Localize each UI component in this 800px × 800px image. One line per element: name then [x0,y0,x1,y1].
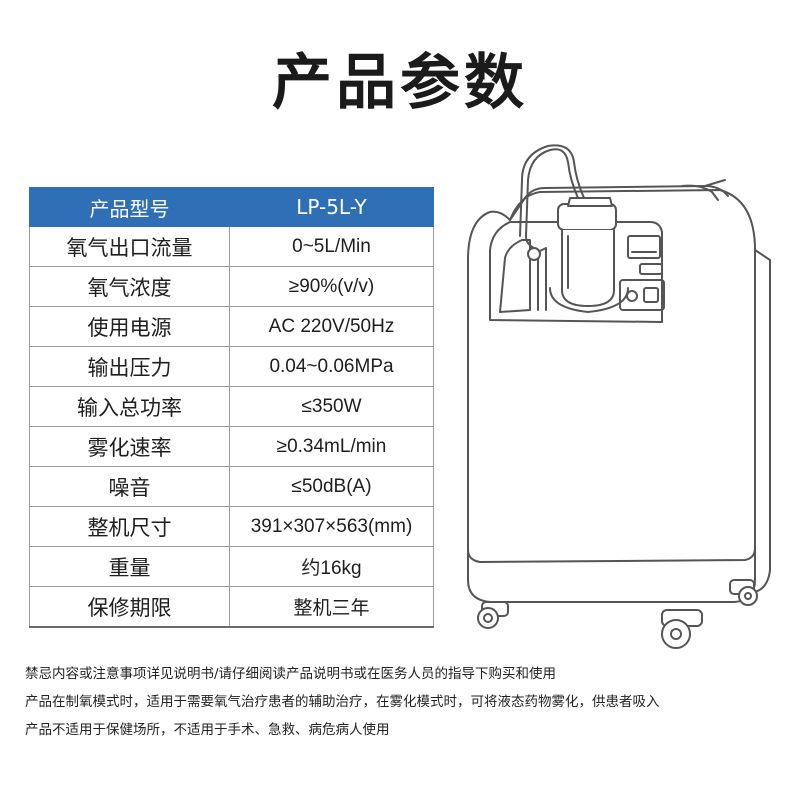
row-label: 雾化速率 [29,426,230,467]
row-label: 整机尺寸 [29,506,230,547]
row-label: 输入总功率 [29,386,230,427]
oxygen-concentrator-illustration [467,144,771,649]
row-value: 391×307×563(mm) [229,506,434,547]
table-row: 噪音 ≤50dB(A) [29,466,434,507]
row-label: 氧气出口流量 [29,226,230,267]
table-row: 重量 约16kg [29,546,434,587]
notes-block: 禁忌内容或注意事项详见说明书/请仔细阅读产品说明书或在医务人员的指导下购买和使用… [25,660,785,744]
table-row: 输入总功率 ≤350W [29,386,434,427]
header-value: LP-5L-Y [229,187,434,227]
row-label: 氧气浓度 [29,266,230,307]
row-label: 重量 [29,546,230,587]
row-value: ≤50dB(A) [229,466,434,507]
row-value: 0~5L/Min [229,226,434,267]
spec-table: 产品型号 LP-5L-Y 氧气出口流量 0~5L/Min 氧气浓度 ≥90%(v… [29,187,434,628]
note-line: 禁忌内容或注意事项详见说明书/请仔细阅读产品说明书或在医务人员的指导下购买和使用 [25,666,557,682]
table-row: 雾化速率 ≥0.34mL/min [29,426,434,467]
header-label: 产品型号 [29,187,230,227]
row-value: ≤350W [229,386,434,427]
table-row: 氧气出口流量 0~5L/Min [29,226,434,267]
table-row: 输出压力 0.04~0.06MPa [29,346,434,387]
row-label: 输出压力 [29,346,230,387]
row-label: 保修期限 [29,586,230,628]
note-line: 产品不适用于保健场所，不适用于手术、急救、病危病人使用 [25,722,390,738]
table-header-row: 产品型号 LP-5L-Y [29,187,434,227]
row-value: 整机三年 [229,586,434,628]
row-label: 噪音 [29,466,230,507]
row-value: 0.04~0.06MPa [229,346,434,387]
row-value: 约16kg [229,546,434,587]
note-line: 产品在制氧模式时，适用于需要氧气治疗患者的辅助治疗，在雾化模式时，可将液态药物雾… [25,694,660,710]
row-value: ≥90%(v/v) [229,266,434,307]
table-row: 氧气浓度 ≥90%(v/v) [29,266,434,307]
row-label: 使用电源 [29,306,230,347]
table-row: 使用电源 AC 220V/50Hz [29,306,434,347]
table-row: 整机尺寸 391×307×563(mm) [29,506,434,547]
page-title: 产品参数 [272,48,528,118]
row-value: ≥0.34mL/min [229,426,434,467]
row-value: AC 220V/50Hz [229,306,434,347]
table-row: 保修期限 整机三年 [29,586,434,628]
